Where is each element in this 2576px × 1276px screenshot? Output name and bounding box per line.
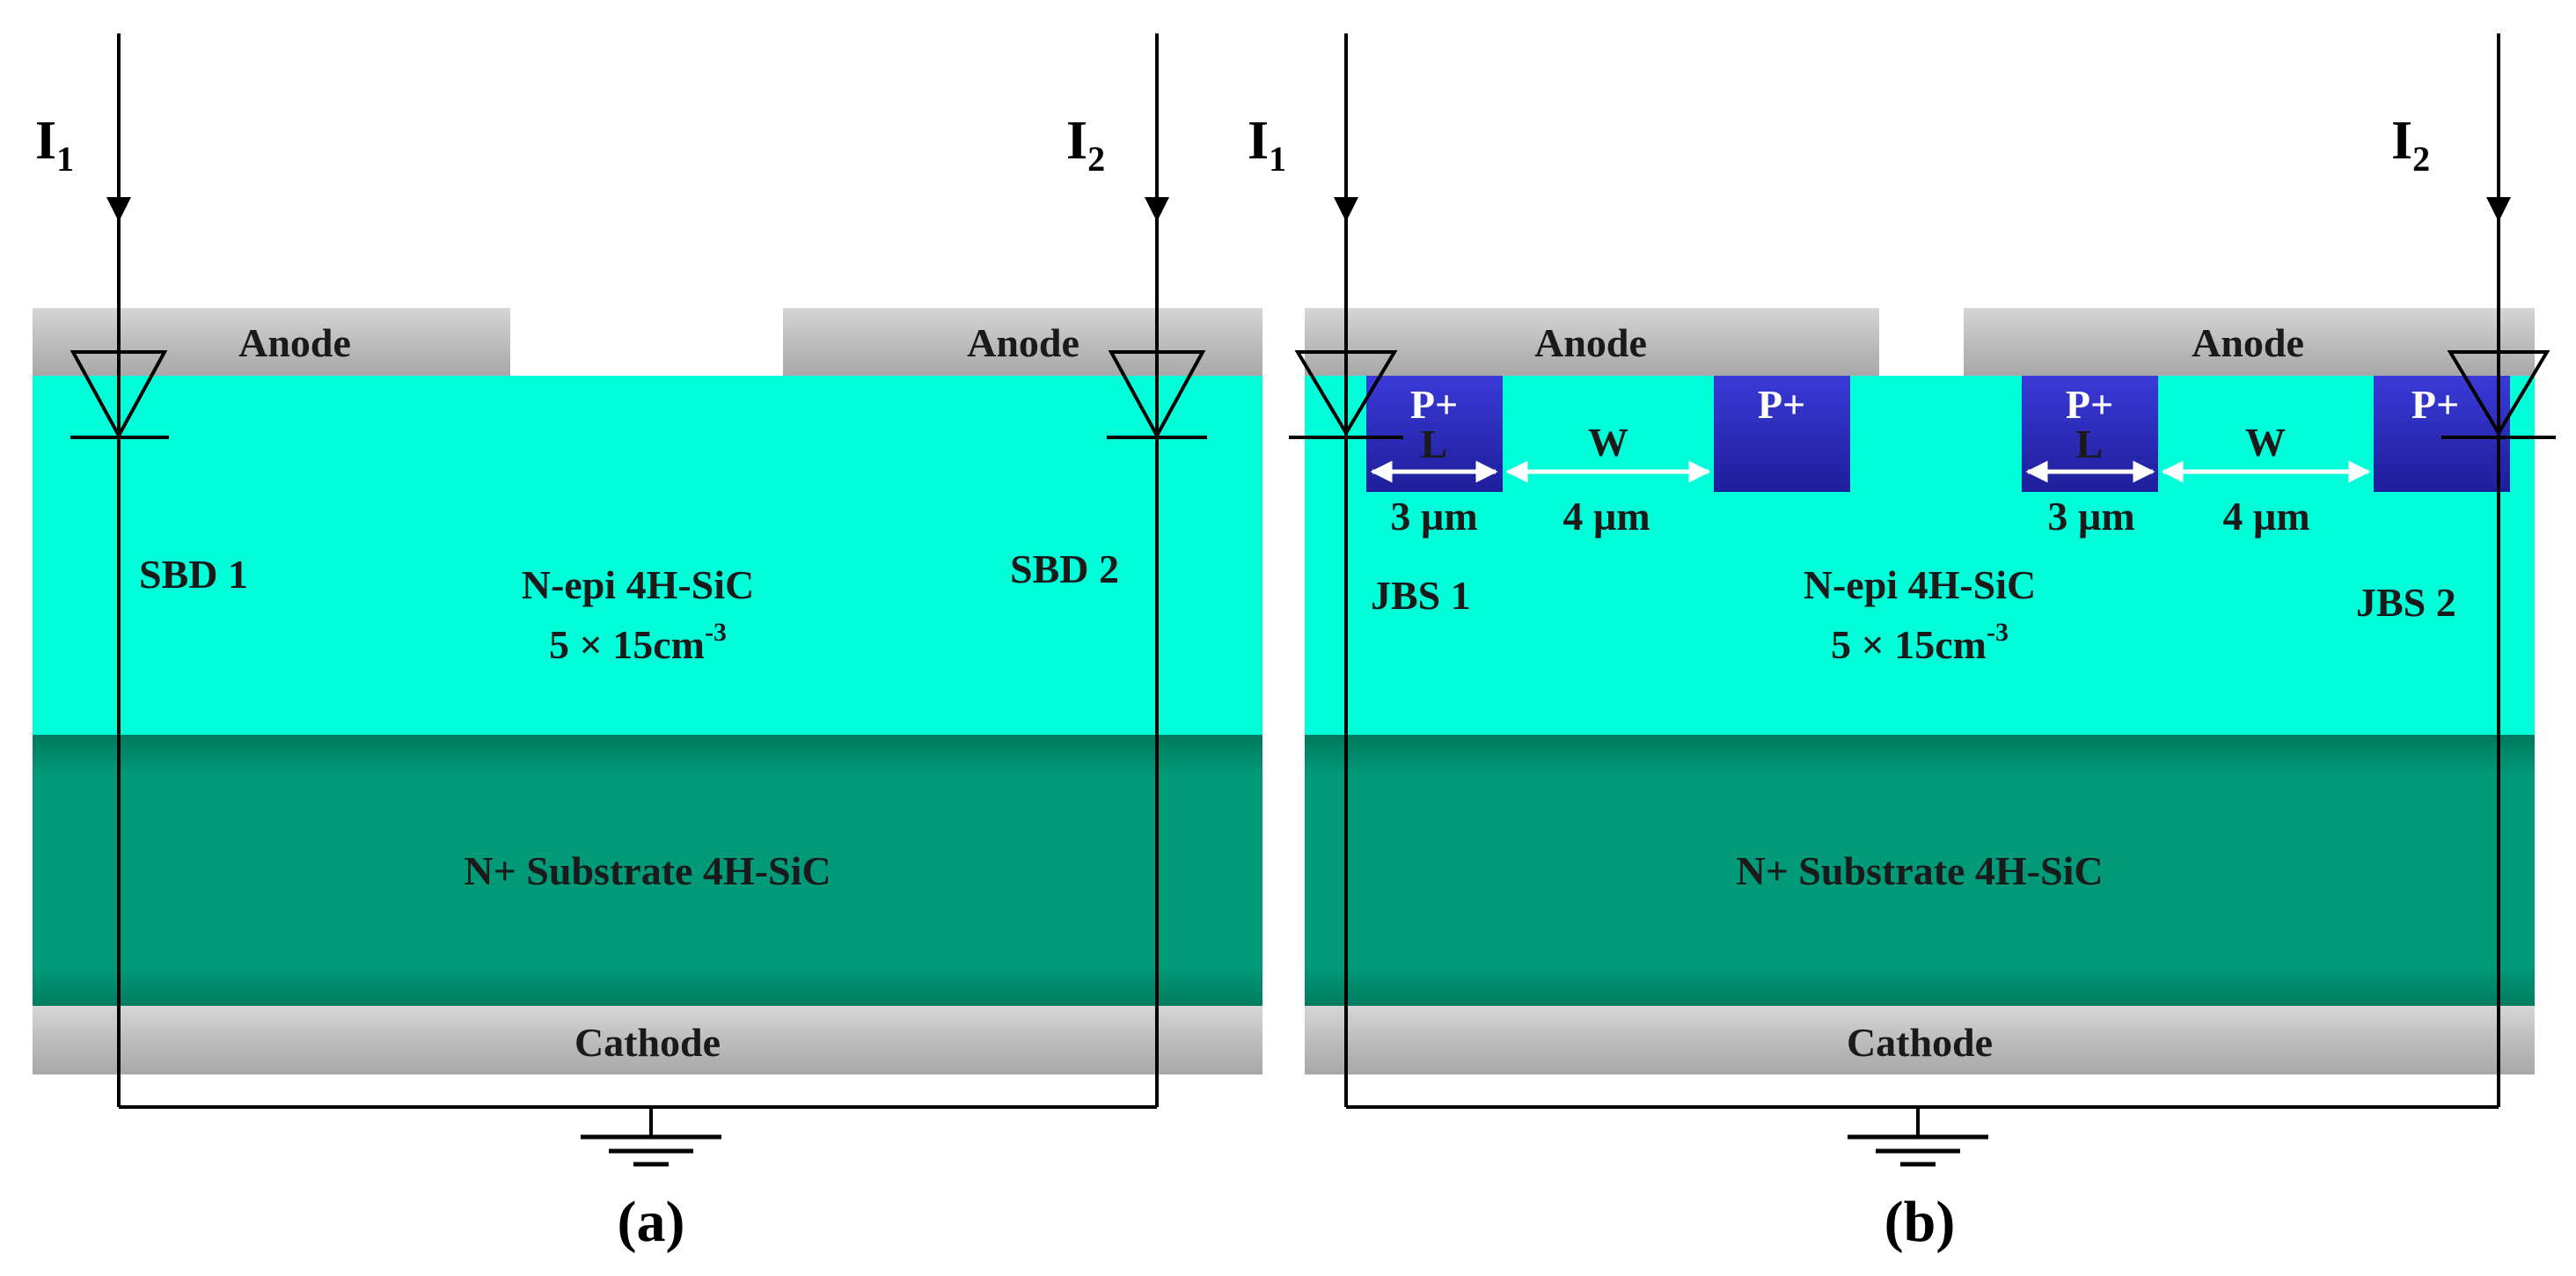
epi-layer (33, 376, 1262, 737)
substrate-label: N+ Substrate 4H-SiC (464, 848, 831, 893)
doping-label: 5 × 15cm-3 (1831, 618, 2009, 667)
panel-caption-b: (b) (1884, 1190, 1956, 1254)
panel-caption-a: (a) (618, 1190, 685, 1254)
cathode-metal (33, 1006, 1262, 1074)
dim-value-w-2: 4 µm (2222, 494, 2309, 539)
p-plus-label-3: P+ (2066, 382, 2113, 427)
current-label-i1: I1 (35, 111, 74, 179)
dim-value-w-1: 4 µm (1562, 494, 1650, 539)
diode-symbol-left (1289, 350, 1403, 439)
diode-symbol-right (2441, 350, 2556, 439)
anode-metal-right (1964, 308, 2535, 376)
epi-label: N-epi 4H-SiC (522, 562, 755, 607)
anode-metal-left (33, 308, 510, 376)
dim-value-l-1: 3 µm (1390, 494, 1477, 539)
dim-label-l-2: L (2076, 422, 2104, 466)
cathode-label: Cathode (1847, 1020, 1993, 1065)
diode-label-left: JBS 1 (1371, 573, 1471, 618)
diode-symbol-left (70, 350, 169, 440)
p-plus-label-4: P+ (2411, 382, 2459, 427)
substrate-layer (33, 735, 1262, 1008)
diode-label-left: SBD 1 (139, 552, 248, 597)
anode-label-right: Anode (967, 320, 1079, 365)
diode-label-right: JBS 2 (2356, 580, 2456, 625)
panel-a: Anode Anode I1 I2 SBD 1 SBD 2 (33, 33, 1262, 1254)
epi-label: N-epi 4H-SiC (1804, 562, 2037, 607)
panel-b: Anode Anode P+ P+ P+ P+ L W L W 3 µm 4 µ… (1248, 33, 2556, 1254)
ground-symbol (1848, 1134, 1988, 1167)
dim-label-l-1: L (1421, 422, 1448, 466)
p-plus-region-4 (2374, 376, 2510, 492)
diode-symbol-right (1107, 350, 1207, 440)
anode-metal-left (1305, 308, 1879, 376)
anode-label-right: Anode (2192, 320, 2304, 365)
dim-value-l-2: 3 µm (2047, 494, 2134, 539)
anode-label-left: Anode (1534, 320, 1647, 365)
p-plus-label-2: P+ (1758, 382, 1805, 427)
substrate-layer (1305, 735, 2535, 1008)
diode-label-right: SBD 2 (1010, 546, 1119, 591)
p-plus-label-1: P+ (1410, 382, 1458, 427)
cathode-label: Cathode (574, 1020, 721, 1065)
p-plus-region-2 (1714, 376, 1850, 492)
current-label-i1: I1 (1248, 111, 1286, 179)
current-label-i2: I2 (2391, 111, 2430, 179)
anode-metal-right (783, 308, 1262, 376)
dim-label-w-1: W (1588, 420, 1628, 465)
anode-label-left: Anode (238, 320, 351, 365)
cathode-metal (1305, 1006, 2535, 1074)
doping-label: 5 × 15cm-3 (549, 618, 727, 667)
current-label-i2: I2 (1066, 111, 1105, 179)
substrate-label: N+ Substrate 4H-SiC (1736, 848, 2103, 893)
dim-label-w-2: W (2245, 420, 2286, 465)
epi-layer (1305, 376, 2535, 737)
ground-symbol (581, 1134, 721, 1167)
